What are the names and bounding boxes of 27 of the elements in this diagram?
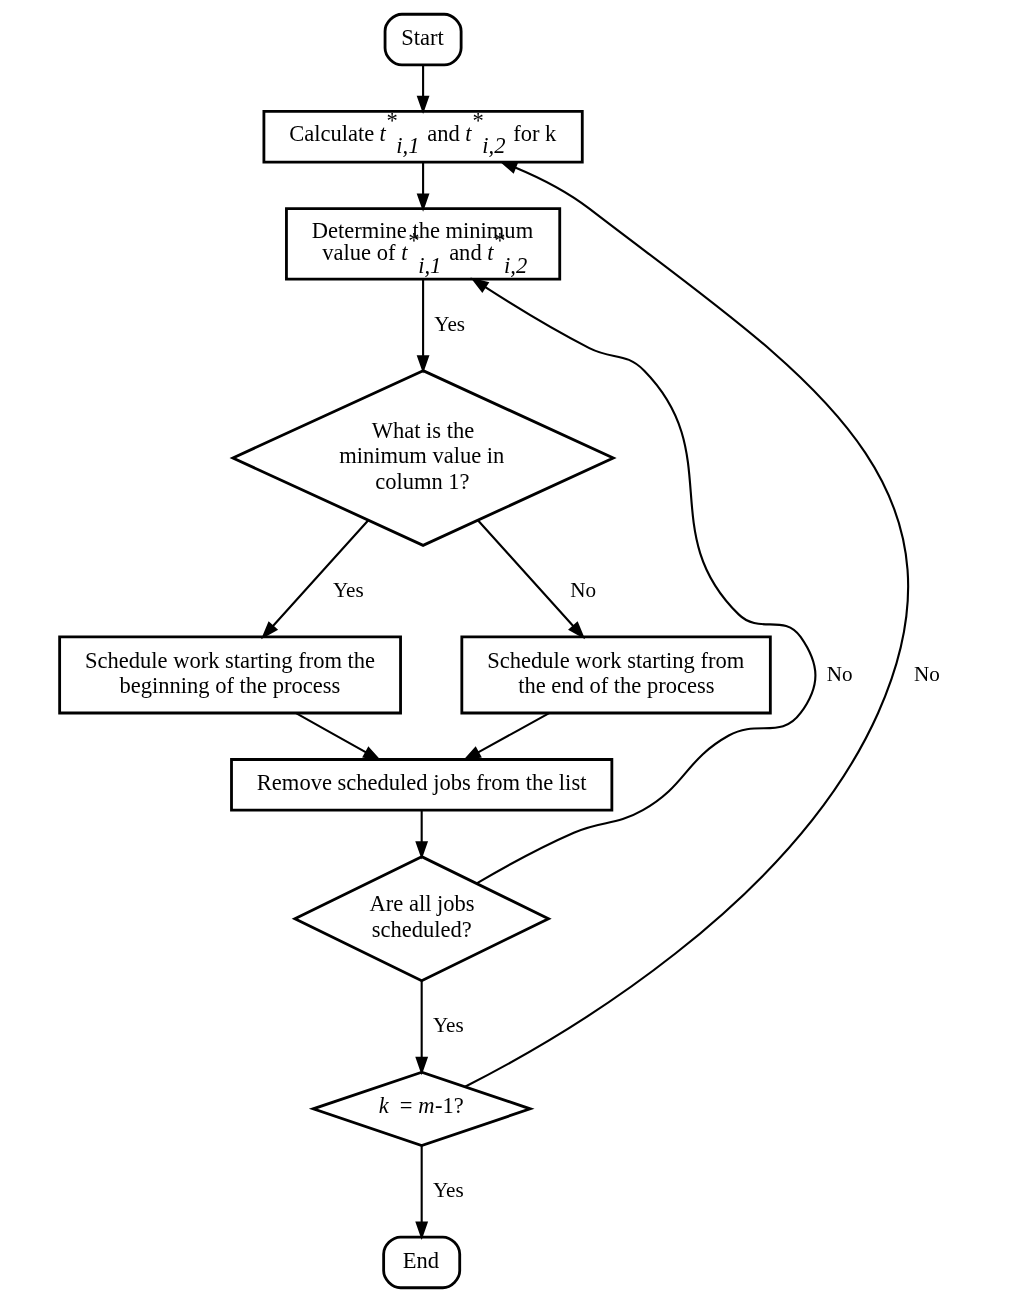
edge-label: Yes <box>432 1013 464 1038</box>
edge-label: No <box>913 661 940 686</box>
node-box: Start <box>383 12 463 67</box>
arrow <box>414 980 428 1076</box>
node-box: End <box>381 1235 461 1290</box>
arrow <box>476 519 585 640</box>
edge-label: Yes <box>433 311 465 336</box>
node-box: Schedule work starting from the beginning of the process <box>57 635 402 715</box>
arrow <box>414 810 428 860</box>
arrow <box>416 279 429 374</box>
node-diamond: What is the minimum value in column 1? <box>229 369 617 547</box>
arrow <box>462 712 550 761</box>
node-box: Schedule work starting from the end of the process <box>459 635 772 715</box>
node-diamond: Are all jobs scheduled? <box>291 855 552 983</box>
arrow <box>416 65 429 115</box>
arrow <box>260 519 369 640</box>
arrow <box>469 277 816 885</box>
arrow <box>416 162 429 212</box>
node-box: Remove scheduled jobs from the list <box>229 758 613 812</box>
arrow <box>414 1145 428 1240</box>
node-diamond: k = m-1? <box>308 1070 535 1147</box>
edge-label: Yes <box>332 577 364 602</box>
arrow <box>295 712 381 761</box>
edge-label: No <box>569 577 596 602</box>
arrow <box>464 161 908 1088</box>
edge-label: No <box>826 661 853 686</box>
edge-label: Yes <box>432 1177 464 1202</box>
